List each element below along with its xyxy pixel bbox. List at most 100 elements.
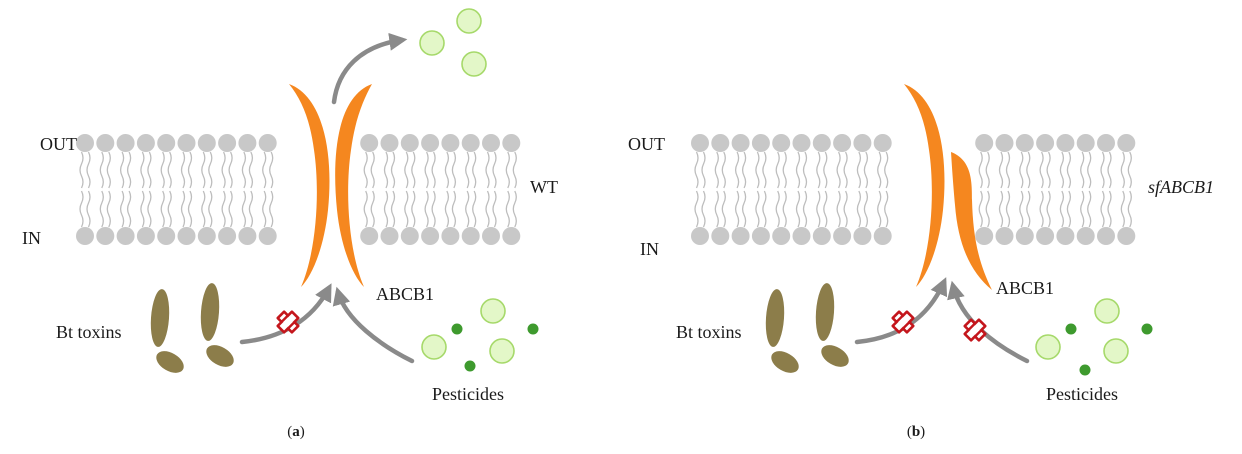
lipid-tail <box>424 190 429 228</box>
cross-center <box>898 317 908 327</box>
lipid-tail <box>126 151 132 189</box>
lipid-tail <box>734 151 740 189</box>
lipid-tail <box>1005 151 1011 189</box>
lipid-head <box>792 134 811 152</box>
lipid-tail <box>1107 151 1112 189</box>
lipid-tail <box>782 151 787 189</box>
toxin-domain <box>821 345 849 367</box>
lipid-head <box>833 134 852 152</box>
lipid-head <box>461 227 480 245</box>
lipid-tail <box>492 151 497 189</box>
lipid-tail <box>714 190 719 228</box>
lipid-tail <box>998 190 1004 228</box>
lipid-tail <box>701 190 706 228</box>
lipid-tail <box>404 190 409 228</box>
lipid-head <box>1036 227 1055 245</box>
lipid-head <box>157 227 176 245</box>
lipid-head <box>812 134 831 152</box>
lipid-head <box>238 134 257 152</box>
lipid-tail <box>228 190 233 228</box>
lipid-tail <box>262 190 267 228</box>
lipid-head <box>502 134 521 152</box>
pesticide-molecule-large <box>421 334 447 360</box>
toxin-domain <box>765 289 785 347</box>
lipid-tail <box>802 190 808 228</box>
lipid-tail <box>816 190 821 228</box>
lipid-head <box>197 134 216 152</box>
lipid-tail <box>86 190 91 228</box>
lipid-tail <box>1019 151 1024 189</box>
lipid-tail <box>782 190 787 228</box>
lipid-tail <box>241 151 247 189</box>
toxin-domain <box>200 283 220 341</box>
lipid-tail <box>79 151 84 189</box>
lipid-tail <box>119 151 125 189</box>
lipid-head <box>1015 134 1034 152</box>
label-out: OUT <box>40 134 77 154</box>
lipid-tail <box>411 151 416 189</box>
lipid-tail <box>775 151 780 189</box>
lipid-head <box>482 134 500 152</box>
lipid-tail <box>877 151 882 189</box>
lipid-tail <box>99 151 104 189</box>
lipid-tail <box>1026 190 1031 228</box>
lipid-head <box>502 227 521 245</box>
lipid-tail <box>485 190 490 228</box>
lipid-head <box>421 134 440 152</box>
panel-b: OUT IN sfABCB1 ABCB1 Bt toxins Pesticide… <box>628 84 1214 440</box>
lipid-tail <box>208 190 213 228</box>
lipid-tail <box>363 151 368 189</box>
lipid-head <box>731 227 750 245</box>
lipid-head <box>380 134 399 152</box>
lipid-tail <box>1080 151 1085 189</box>
lipid-tail <box>383 151 389 189</box>
lipid-tail <box>485 151 490 189</box>
panel-caption: (b) <box>907 424 925 440</box>
lipid-tail <box>714 151 719 189</box>
lipid-head <box>258 134 277 152</box>
lipid-tail <box>241 190 247 228</box>
lipid-head <box>711 227 730 245</box>
lipid-tail <box>160 190 165 228</box>
cross-icon <box>963 318 987 342</box>
lipid-tail <box>1046 151 1051 189</box>
lipid-tail <box>823 151 828 189</box>
lipid-tail <box>404 151 409 189</box>
lipid-tail <box>843 190 848 228</box>
pesticide-molecule-small <box>1079 364 1091 376</box>
lipid-heads <box>76 134 521 245</box>
lipid-head <box>177 227 196 245</box>
lipid-tail <box>802 151 808 189</box>
toxin-domain <box>815 283 835 341</box>
lipid-tail <box>472 190 477 228</box>
lipid-tail <box>1005 190 1011 228</box>
lipid-head <box>751 227 770 245</box>
pesticide-molecule-large <box>419 30 445 56</box>
lipid-head <box>731 134 750 152</box>
lipid-tail <box>836 151 841 189</box>
lipid-tail <box>126 190 132 228</box>
label-transporter: ABCB1 <box>376 284 434 304</box>
lipid-head <box>116 227 135 245</box>
lipid-head <box>975 134 994 152</box>
lipid-head <box>853 227 872 245</box>
transporter-right-half <box>335 84 372 287</box>
lipid-tail <box>884 190 889 228</box>
lipid-tail <box>1026 151 1031 189</box>
lipid-tail <box>370 151 375 189</box>
lipid-tail <box>221 151 226 189</box>
lipid-tail <box>1120 190 1125 228</box>
lipid-head <box>772 134 791 152</box>
lipid-tail <box>505 151 510 189</box>
lipid-tail <box>431 151 436 189</box>
lipid-head <box>975 227 994 245</box>
molecules <box>150 8 539 373</box>
lipid-tail <box>1080 190 1085 228</box>
lipid-tail <box>795 151 801 189</box>
lipid-tail <box>444 190 450 228</box>
pesticide-molecule-large <box>1103 338 1129 364</box>
lipid-tail <box>823 190 828 228</box>
lipid-tail <box>390 190 396 228</box>
lipid-tail <box>187 190 193 228</box>
lipid-tail <box>1100 190 1105 228</box>
